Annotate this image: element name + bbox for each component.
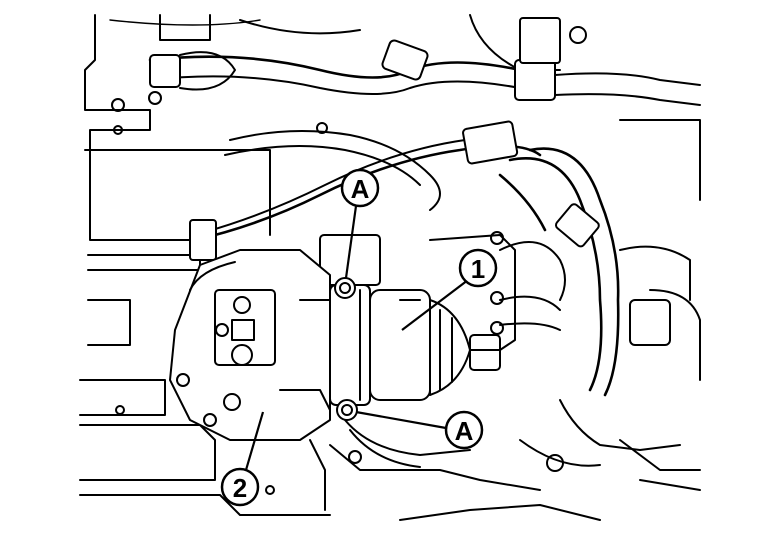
bolt-upper xyxy=(334,277,356,299)
lower-structure xyxy=(329,439,701,521)
upper-hoses xyxy=(109,14,701,106)
compressor-body xyxy=(319,231,516,406)
bolts-a xyxy=(334,277,471,468)
callout-ref-a-lower: A xyxy=(355,410,484,450)
body-panel-left xyxy=(79,14,331,516)
callout-label-2: 2 xyxy=(233,473,247,503)
callout-part-2: 2 xyxy=(220,411,265,507)
bracket-assembly xyxy=(169,249,331,511)
refrigerant-pipes-right xyxy=(498,119,701,472)
callout-label-a-upper: A xyxy=(351,174,370,204)
callout-ref-a-upper: A xyxy=(340,168,380,279)
harness-center xyxy=(148,91,542,261)
callout-part-1: 1 xyxy=(401,248,498,331)
callout-label-a-lower: A xyxy=(455,416,474,446)
callout-label-1: 1 xyxy=(471,254,485,284)
bolt-lower xyxy=(336,399,358,421)
